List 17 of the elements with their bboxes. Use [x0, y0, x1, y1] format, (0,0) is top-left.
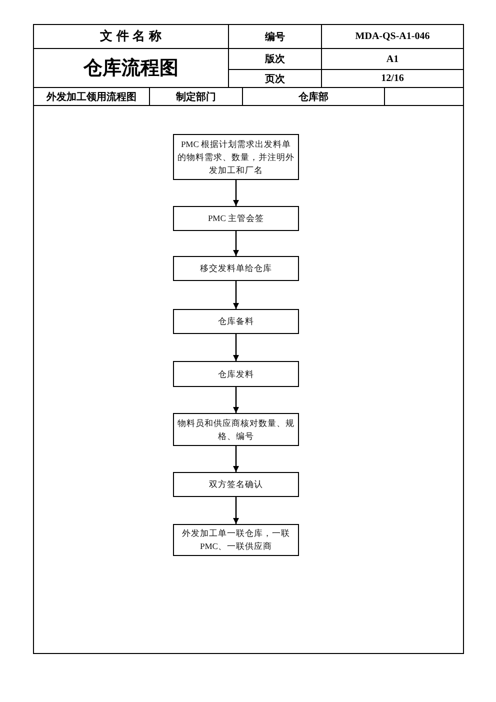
process-box: 仓库发料 [173, 361, 299, 387]
table-cell: MDA-QS-A1-046 [321, 24, 464, 49]
process-box: 仓库备料 [173, 309, 299, 334]
arrow [233, 180, 239, 206]
arrow [233, 231, 239, 256]
process-box: PMC 根据计划需求出发料单的物料需求、数量，并注明外发加工和厂名 [173, 134, 299, 180]
table-cell: 文 件 名 称 [33, 24, 229, 49]
arrow [233, 387, 239, 413]
arrow [233, 281, 239, 309]
process-box: 双方签名确认 [173, 472, 299, 497]
process-box: 移交发料单给仓库 [173, 256, 299, 281]
arrow [233, 334, 239, 361]
process-box: 物料员和供应商核对数量、规格、编号 [173, 413, 299, 446]
arrow [233, 446, 239, 472]
arrow [233, 497, 239, 524]
process-box: PMC 主管会签 [173, 206, 299, 231]
process-box: 外发加工单一联仓库，一联PMC、一联供应商 [173, 524, 299, 556]
